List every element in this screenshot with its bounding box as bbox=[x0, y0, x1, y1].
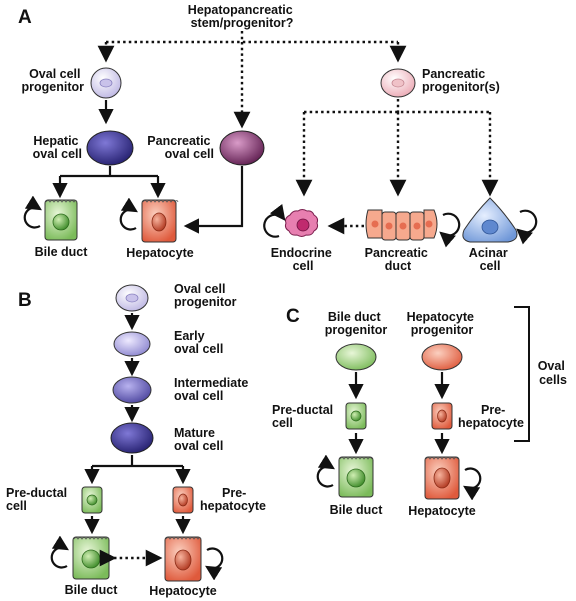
bile-duct-cell-b bbox=[50, 535, 110, 580]
hepatocyte-label-c: Hepatocyte bbox=[408, 504, 475, 518]
preductal-cell-c bbox=[345, 402, 367, 430]
bile-duct-progenitor-cell bbox=[335, 343, 377, 371]
bile-duct-cell-c bbox=[316, 454, 374, 498]
intermediate-oval-label: Intermediate oval cell bbox=[174, 376, 252, 403]
hepatopancreatic-stem-label: Hepatopancreatic stem/progenitor? bbox=[188, 3, 296, 30]
prehepatocyte-cell-c bbox=[431, 402, 453, 430]
bile-duct-progenitor-label: Bile duct progenitor bbox=[325, 310, 388, 337]
oval-progenitor-label-a: Oval cell progenitor bbox=[22, 67, 85, 94]
pancreatic-progenitor-cell bbox=[380, 68, 416, 98]
hepatocyte-progenitor-cell bbox=[421, 343, 463, 371]
bile-duct-label-b: Bile duct bbox=[65, 583, 119, 597]
bile-duct-cell-a bbox=[23, 195, 78, 241]
early-oval-cell bbox=[113, 331, 151, 357]
hepatocyte-cell-c bbox=[424, 456, 482, 501]
pancreatic-duct-cells bbox=[365, 209, 461, 248]
acinar-label: Acinar cell bbox=[469, 246, 511, 273]
pancreatic-oval-cell bbox=[219, 130, 265, 166]
prehepatocyte-label-b: Pre- hepatocyte bbox=[200, 486, 266, 513]
bile-duct-label-a: Bile duct bbox=[35, 245, 89, 259]
acinar-cell bbox=[462, 197, 538, 245]
preductal-label-c: Pre-ductal cell bbox=[272, 403, 337, 430]
preductal-cell-b bbox=[81, 486, 103, 514]
prehepatocyte-label-c: Pre- hepatocyte bbox=[458, 403, 524, 430]
oval-progenitor-cell-a bbox=[90, 67, 122, 99]
mature-oval-cell bbox=[110, 422, 154, 454]
pancreatic-oval-label: Pancreatic oval cell bbox=[147, 134, 214, 161]
hepatocyte-cell-a bbox=[119, 197, 179, 243]
hepatocyte-label-a: Hepatocyte bbox=[126, 246, 193, 260]
endocrine-cell bbox=[263, 203, 319, 238]
bile-duct-label-c: Bile duct bbox=[330, 503, 384, 517]
pancreatic-duct-label: Pancreatic duct bbox=[365, 246, 432, 273]
oval-cells-label: Oval cells bbox=[538, 359, 569, 387]
hepatocyte-cell-b bbox=[164, 536, 224, 582]
mature-oval-label: Mature oval cell bbox=[174, 426, 223, 453]
pancreatic-dotted-arrows bbox=[295, 99, 499, 197]
pancreatic-progenitor-label: Pancreatic progenitor(s) bbox=[422, 67, 500, 94]
panel-a-label: A bbox=[18, 7, 32, 28]
hepatic-oval-label: Hepatic oval cell bbox=[33, 134, 82, 161]
intermediate-oval-cell bbox=[112, 376, 152, 404]
hepatocyte-progenitor-label: Hepatocyte progenitor bbox=[407, 310, 478, 337]
panel-c-label: C bbox=[286, 306, 300, 327]
hepatic-oval-cell bbox=[86, 130, 134, 166]
prehepatocyte-cell-b bbox=[172, 486, 194, 514]
oval-cells-bracket bbox=[514, 306, 530, 442]
oval-progenitor-cell-b bbox=[115, 284, 149, 312]
hepatocyte-label-b: Hepatocyte bbox=[149, 584, 216, 598]
preductal-label-b: Pre-ductal cell bbox=[6, 486, 71, 513]
panel-b-label: B bbox=[18, 290, 32, 311]
endocrine-label: Endocrine cell bbox=[271, 246, 336, 273]
oval-progenitor-label-b: Oval cell progenitor bbox=[174, 282, 237, 309]
stem-dotted-arrows bbox=[97, 31, 407, 129]
early-oval-label: Early oval cell bbox=[174, 329, 223, 356]
